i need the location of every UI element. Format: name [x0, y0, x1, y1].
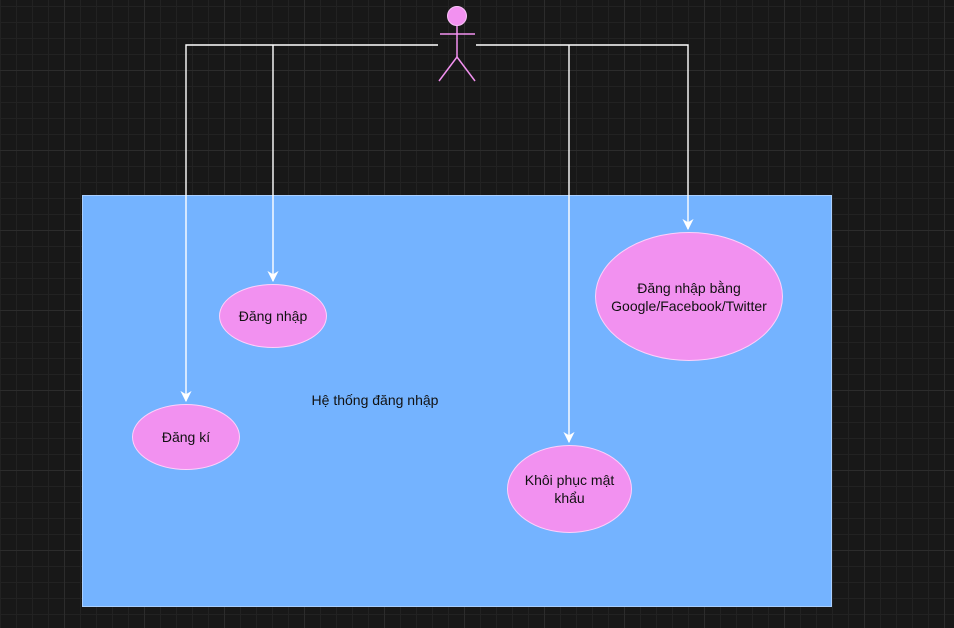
use-case-recover-password[interactable]: Khôi phục mật khẩu: [507, 445, 632, 533]
actor-head: [447, 6, 467, 26]
use-case-social-login[interactable]: Đăng nhập bằng Google/Facebook/Twitter: [595, 232, 783, 361]
use-case-register[interactable]: Đăng kí: [132, 404, 240, 470]
system-label: Hệ thống đăng nhập: [311, 392, 439, 408]
use-case-login[interactable]: Đăng nhập: [219, 284, 327, 348]
connector-social-login[interactable]: [476, 44, 694, 231]
actor-figure[interactable]: [438, 6, 476, 82]
connector-register[interactable]: [180, 44, 438, 403]
actor-left-leg: [438, 56, 458, 82]
actor-right-leg: [456, 56, 476, 82]
